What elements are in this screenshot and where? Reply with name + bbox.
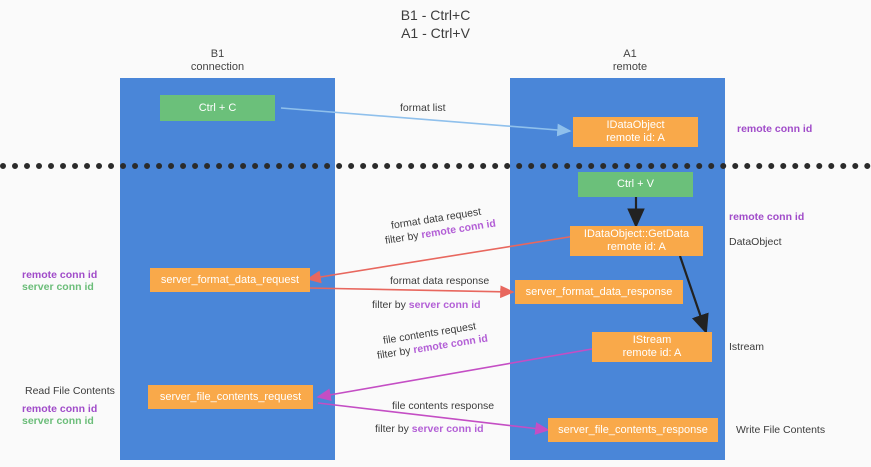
column-heading-a1: A1 remote [612,48,648,73]
box-ctrl-v[interactable]: Ctrl + V [578,172,693,197]
left-label-read-file-contents: Read File Contents [25,385,115,397]
left-label-remote-conn-id-mid: remote conn id [22,269,98,281]
box-getdata[interactable]: IDataObject::GetData remote id: A [570,226,703,256]
filter-prefix: filter by [376,344,415,362]
box-server-format-data-request[interactable]: server_format_data_request [150,268,310,292]
box-idataobject-line2: remote id: A [606,132,665,144]
right-label-write-file-contents: Write File Contents [736,424,826,436]
filter-key-server-conn-id: server conn id [408,299,481,311]
filter-prefix: filter by [372,299,409,311]
box-ctrl-c[interactable]: Ctrl + C [160,95,275,121]
section-divider [0,163,871,169]
box-istream-line1: IStream [632,334,672,346]
right-label-remote-conn-id-top: remote conn id [737,123,813,135]
filter-prefix: filter by [384,229,423,247]
right-label-dataobject: DataObject [729,236,782,248]
right-label-istream: Istream [729,341,765,353]
edge-label-format-data-response-text: format data response [390,275,490,287]
box-server-format-data-response[interactable]: server_format_data_response [515,280,683,304]
edge-label-format-list: format list [400,102,446,114]
left-label-remote-conn-id-bottom: remote conn id [22,403,98,415]
box-istream-line2: remote id: A [622,347,682,359]
box-server-format-data-request-label: server_format_data_request [160,273,300,286]
edge-label-format-data-response: format data response [390,274,489,288]
left-label-server-conn-id-bottom: server conn id [22,415,94,427]
arrow-format-data-response [307,285,515,299]
box-ctrl-v-label: Ctrl + V [617,178,654,190]
edge-label-format-data-response-filter: filter by server conn id [372,298,481,312]
box-istream[interactable]: IStream remote id: A [592,332,712,362]
column-heading-b1: B1 connection [190,48,245,73]
edge-label-file-contents-response-text: file contents response [392,400,495,412]
edge-label-file-contents-response-filter: filter by server conn id [375,422,484,436]
box-server-format-data-response-label: server_format_data_response [525,285,673,298]
filter-key-server-conn-id: server conn id [411,423,484,435]
left-label-server-conn-id-mid: server conn id [22,281,94,293]
box-server-file-contents-response-label: server_file_contents_response [558,423,708,436]
right-label-remote-conn-id-mid: remote conn id [729,211,805,223]
box-getdata-line2: remote id: A [607,241,666,253]
filter-prefix: filter by [375,423,412,435]
box-idataobject-line1: IDataObject [606,119,665,131]
box-getdata-line1: IDataObject::GetData [583,228,690,240]
box-server-file-contents-response[interactable]: server_file_contents_response [548,418,718,442]
box-ctrl-c-label: Ctrl + C [198,101,237,114]
box-server-file-contents-request[interactable]: server_file_contents_request [148,385,313,409]
box-idataobject[interactable]: IDataObject remote id: A [573,117,698,147]
diagram-title: B1 - Ctrl+C A1 - Ctrl+V [400,7,471,41]
box-server-file-contents-request-label: server_file_contents_request [159,390,302,403]
edge-label-file-contents-response: file contents response [392,399,494,413]
